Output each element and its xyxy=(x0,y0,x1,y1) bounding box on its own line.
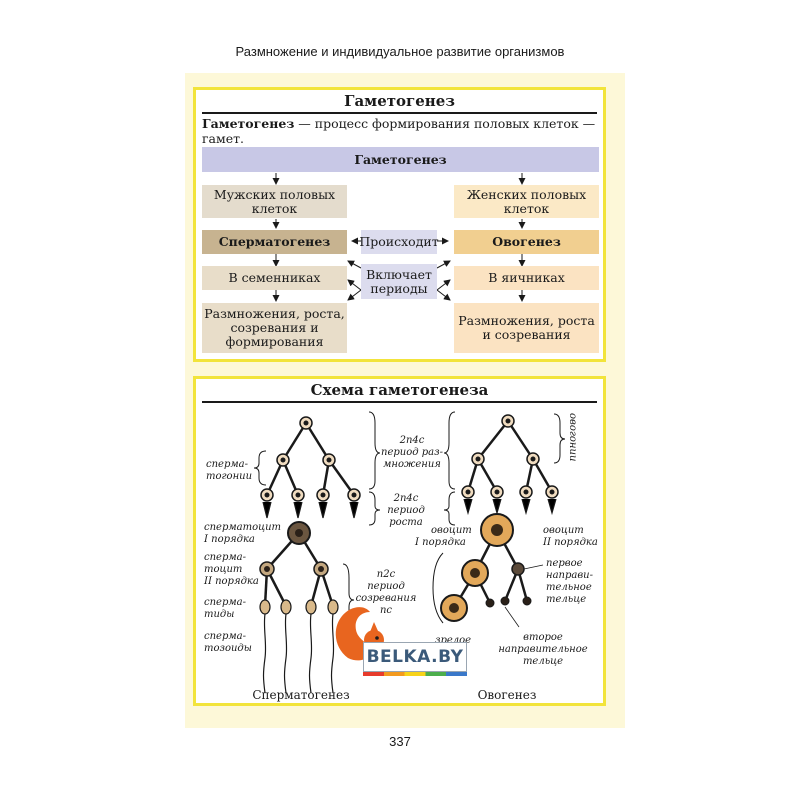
box-in-ovaries: В яичниках xyxy=(454,266,599,290)
label-first-body-3: тельное xyxy=(546,582,592,593)
label-oocyte2-1: овоцит xyxy=(543,525,584,536)
label-oocyte2-2: II порядка xyxy=(542,537,598,548)
label-spermatocyte2-2: тоцит xyxy=(204,564,242,575)
label-period-mult-3: множения xyxy=(383,459,441,470)
label-first-body-1: первое xyxy=(546,558,583,569)
definition-term: Гаметогенез xyxy=(202,116,295,131)
braces xyxy=(253,411,566,632)
label-second-body-3: тельце xyxy=(523,656,563,667)
label-period-mat-2: период xyxy=(367,581,405,592)
label-first-body-4: тельце xyxy=(546,594,586,605)
box-gametogenesis: Гаметогенез xyxy=(202,147,599,172)
first-polar-body xyxy=(511,562,525,576)
label-spermatocyte2-3: II порядка xyxy=(203,576,259,587)
label-oocyte1-1: овоцит xyxy=(431,525,472,536)
label-spermatogonia-1: сперма- xyxy=(206,459,249,470)
pointers xyxy=(504,564,544,628)
label-spermatocyte1-2: I порядка xyxy=(203,534,255,545)
label-spermatozoa-2: тозоиды xyxy=(204,643,252,654)
box-male-cells: Мужских половых клеток xyxy=(202,185,347,218)
box-spermatogenesis: Сперматогенез xyxy=(202,230,347,254)
gametogenesis-scheme: сперма- тогонии сперматоцит I порядка сп… xyxy=(203,411,598,702)
label-mature-egg: зрелое xyxy=(435,635,471,646)
box-in-testes: В семенниках xyxy=(202,266,347,290)
label-period-mat-1: n2c xyxy=(377,569,396,580)
panel-title: Гаметогенез xyxy=(344,92,455,110)
watermark-text: BELKA.BY xyxy=(363,642,467,672)
scheme-labels: сперма- тогонии сперматоцит I порядка сп… xyxy=(203,413,598,702)
belka-logo: BELKA.BY xyxy=(330,598,470,680)
label-first-body-2: направи- xyxy=(546,570,594,581)
label-period-mult-2: период раз- xyxy=(381,447,444,458)
label-spermatozoa-1: сперма- xyxy=(204,631,247,642)
label-spermatogonia-2: тогонии xyxy=(206,471,252,482)
label-period-growth-2: период xyxy=(387,505,425,516)
box-oogenesis: Овогенез xyxy=(454,230,599,254)
definition: Гаметогенез — процесс формирования полов… xyxy=(202,116,597,146)
definition-text: — процесс формирования половых клеток — … xyxy=(202,116,596,146)
box-includes-periods: Включает периоды xyxy=(361,264,437,299)
sperm-tree-lines xyxy=(263,422,356,607)
box-female-cells: Женских половых клеток xyxy=(454,185,599,218)
label-spermatids-2: тиды xyxy=(204,609,234,620)
label-oocyte1-2: I порядка xyxy=(414,537,466,548)
title-rule xyxy=(202,401,597,403)
panel-title: Схема гаметогенеза xyxy=(310,381,489,399)
label-second-body-1: второе xyxy=(523,632,563,643)
caption-oogenesis: Овогенез xyxy=(478,688,537,702)
box-occurs: Происходит xyxy=(359,230,439,254)
label-period-mult-1: 2n4c xyxy=(399,435,425,446)
label-second-body-2: направительное xyxy=(498,644,587,655)
scheme-panel: Схема гаметогенеза xyxy=(193,376,606,706)
label-oogonia: овогонии xyxy=(567,413,578,461)
box-female-periods: Размножения, роста и созревания xyxy=(454,303,599,353)
second-polar-body xyxy=(485,598,495,608)
label-period-mat-4: nc xyxy=(380,605,392,616)
label-period-growth-1: 2n4c xyxy=(393,493,419,504)
label-period-mat-3: созревания xyxy=(356,593,417,604)
label-period-growth-3: роста xyxy=(389,517,423,528)
label-spermatids-1: сперма- xyxy=(204,597,247,608)
title-rule xyxy=(202,112,597,114)
flow-arrows xyxy=(272,173,526,302)
sperm-cells xyxy=(259,416,361,694)
label-spermatocyte1-1: сперматоцит xyxy=(204,522,281,533)
label-spermatocyte2-1: сперма- xyxy=(204,552,247,563)
ovo-cells xyxy=(440,414,559,622)
page-header: Размножение и индивидуальное развитие ор… xyxy=(235,44,565,59)
page-number: 337 xyxy=(389,734,411,749)
caption-spermatogenesis: Сперматогенез xyxy=(252,688,349,702)
watermark-stripe xyxy=(363,672,467,676)
gametogenesis-panel: Гаметогенез Гаметогенез — процесс формир… xyxy=(193,87,606,362)
box-male-periods: Размножения, роста, созревания и формиро… xyxy=(202,303,347,353)
